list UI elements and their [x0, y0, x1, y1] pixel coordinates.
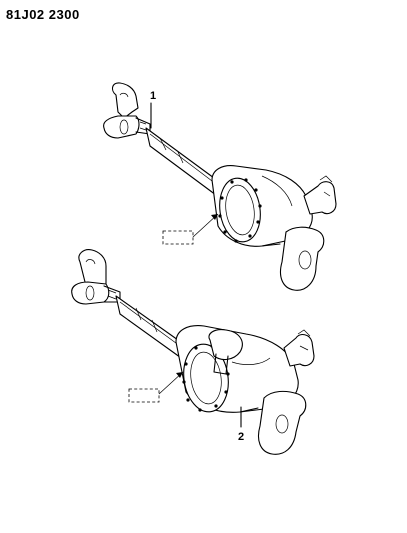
- callout-1: 1: [150, 90, 156, 129]
- reference-box-2: [128, 371, 184, 403]
- callout-number-1: 1: [150, 90, 156, 102]
- callout-number-2: 2: [238, 431, 244, 443]
- axle-assembly-2: [71, 249, 315, 455]
- reference-box-1: [162, 213, 219, 245]
- pinion-yoke-2: [283, 333, 315, 367]
- left-knuckle-2: [78, 249, 107, 291]
- pinion-yoke-1: [303, 181, 337, 215]
- pinion-cap-2: [208, 329, 243, 361]
- left-knuckle-1: [111, 82, 139, 119]
- right-knuckle-2: [257, 390, 307, 455]
- diagram-code: 81J02 2300: [6, 7, 80, 22]
- right-knuckle-1: [279, 226, 325, 291]
- axle-tube-2: [115, 295, 185, 361]
- cover-bolts-1: [218, 178, 262, 243]
- left-spindle-1: [103, 115, 140, 139]
- callout-2: 2: [238, 406, 244, 443]
- left-spindle-2: [71, 281, 110, 305]
- axle-assembly-1: [103, 82, 337, 291]
